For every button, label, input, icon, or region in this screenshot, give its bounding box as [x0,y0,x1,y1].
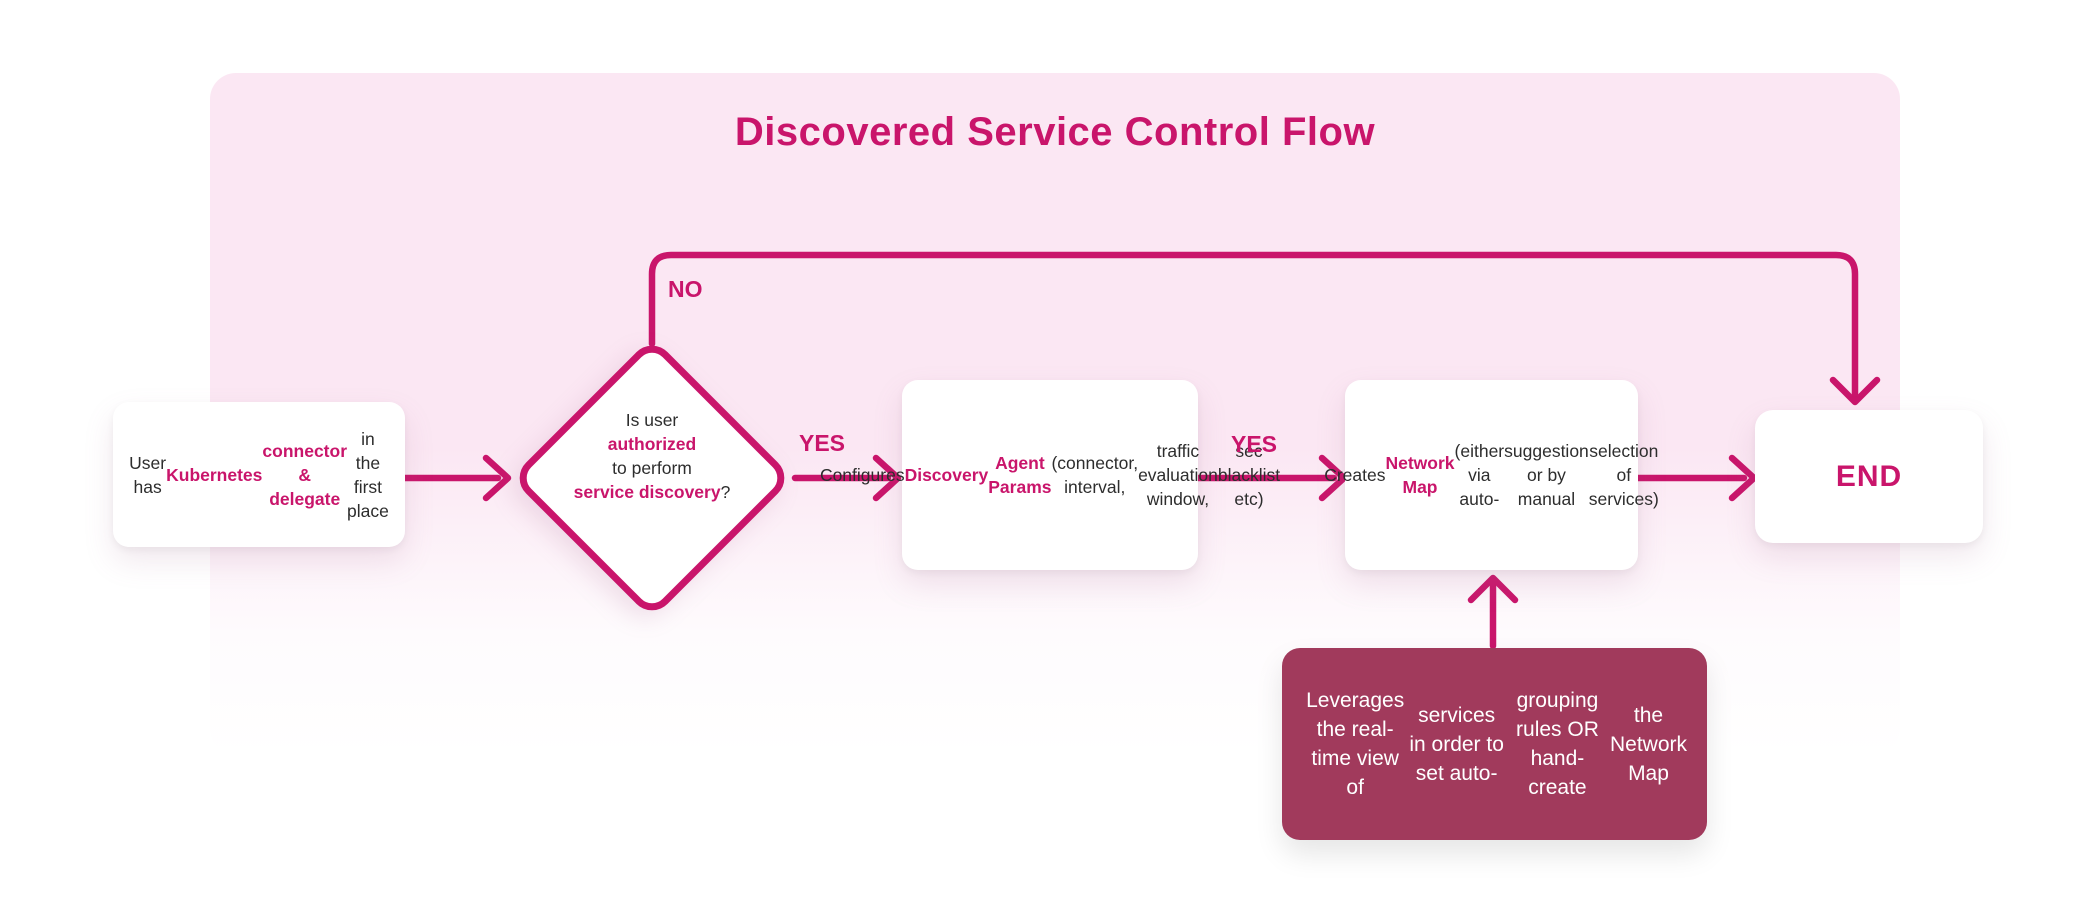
edge-label-yes-after-params: YES [1231,431,1278,457]
edge-label-yes-after-decision: YES [799,430,846,456]
node-creates-network-map: Creates Network Map(either via auto-sugg… [1324,380,1659,570]
end-label: END [1835,459,1903,493]
node-end: END [1755,410,1983,543]
diagram-title: Discovered Service Control Flow [734,110,1376,154]
edge-label-no: NO [668,276,703,302]
